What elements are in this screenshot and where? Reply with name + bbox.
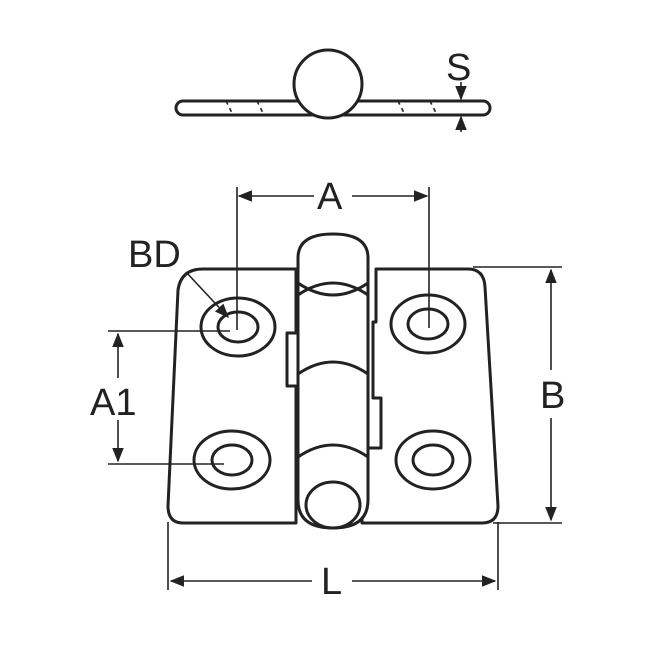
label-l: L — [321, 561, 342, 603]
hinge-pin-profile — [292, 48, 364, 120]
knuckle-segment-line — [297, 443, 369, 459]
knuckle-segment-line — [297, 281, 369, 297]
hidden-lines — [225, 100, 438, 116]
knuckle-segment-line — [297, 360, 369, 376]
label-a1: A1 — [90, 382, 136, 424]
label-a: A — [317, 176, 343, 218]
hole-top-left — [199, 296, 277, 358]
hinge-front-view — [166, 232, 500, 530]
label-b: B — [540, 375, 565, 417]
hinge-side-view — [174, 48, 492, 120]
right-leaf — [360, 267, 500, 525]
hole-bottom-right — [394, 429, 472, 491]
hole-top-right — [389, 293, 467, 355]
hinge-knuckle — [296, 232, 370, 530]
hole-bottom-left — [192, 429, 272, 491]
left-leaf — [166, 267, 298, 525]
pin-end — [304, 480, 362, 530]
label-bd: BD — [128, 234, 181, 276]
dimension-lines — [108, 187, 562, 590]
knuckle-segment-line — [297, 281, 369, 297]
label-s: S — [446, 47, 471, 89]
